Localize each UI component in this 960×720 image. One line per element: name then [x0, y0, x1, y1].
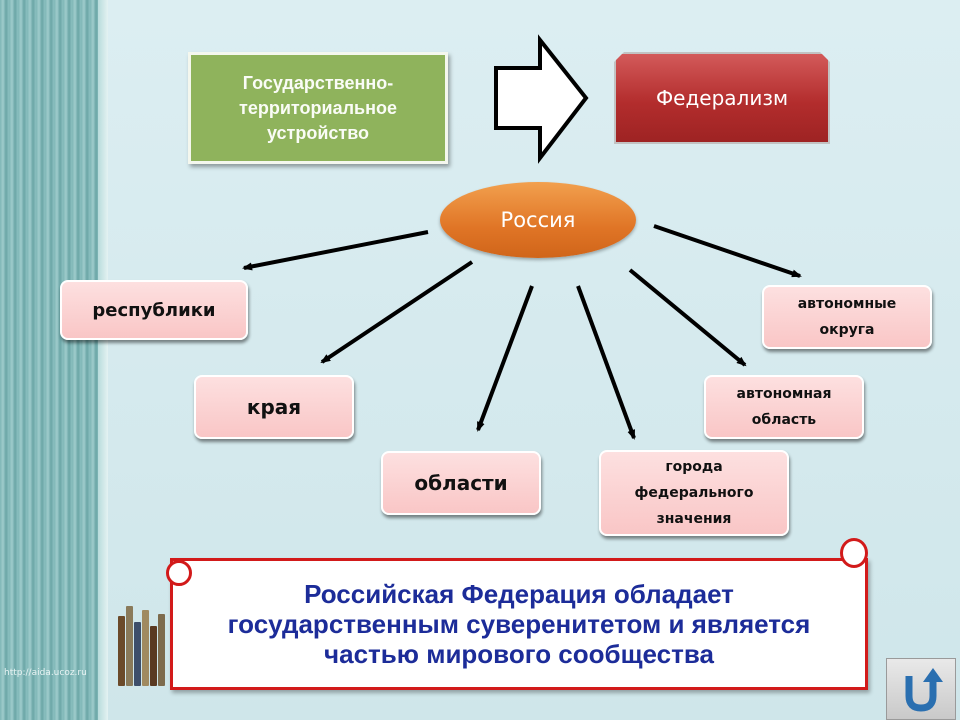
krai-box: края: [194, 375, 354, 439]
autonomous-okrugs-line-2: округа: [819, 322, 875, 338]
federalism-label: Федерализм: [655, 86, 789, 110]
books-image: [118, 600, 170, 686]
arrow-to-goroda: [576, 285, 636, 440]
arrow-to-avtobl: [628, 268, 747, 367]
autonomous-okrugs-line-1: автономные: [797, 296, 897, 312]
autonomous-oblast-line-1: автономная: [736, 386, 832, 402]
state-structure-box: Государственно-территориальное устройств…: [188, 52, 448, 164]
oblasts-box: области: [381, 451, 541, 515]
autonomous-oblast-line-2: область: [751, 412, 817, 428]
arrow-to-avtokr: [653, 224, 802, 278]
federal-cities-line-1: города: [665, 459, 723, 475]
federal-cities-line-3: значения: [656, 511, 732, 527]
decorative-left-strip: [0, 0, 108, 720]
scroll-curl-right: [840, 538, 868, 568]
sovereignty-banner-text: Российская Федерация обладает государств…: [227, 579, 811, 669]
krai-label: края: [246, 395, 302, 419]
big-outline-arrow: [494, 34, 589, 164]
arrow-to-respubliki: [242, 230, 429, 271]
arrow-to-kraya: [320, 260, 474, 364]
republics-box: республики: [60, 280, 248, 340]
sovereignty-banner: Российская Федерация обладает государств…: [170, 558, 868, 690]
federalism-box: Федерализм: [614, 52, 830, 144]
scroll-curl-left: [166, 560, 192, 586]
oblasts-label: области: [414, 471, 508, 495]
watermark: http://aida.ucoz.ru: [4, 668, 87, 678]
federal-cities-line-2: федерального: [634, 485, 754, 501]
autonomous-okrugs-box: автономные округа: [762, 285, 932, 349]
state-structure-label: Государственно-территориальное устройств…: [239, 72, 397, 143]
autonomous-oblast-box: автономная область: [704, 375, 864, 439]
return-button[interactable]: [886, 658, 956, 720]
arrow-to-oblasti: [476, 285, 534, 432]
return-arrow-icon: [905, 668, 943, 712]
russia-label: Россия: [500, 208, 576, 232]
republics-label: республики: [92, 299, 216, 321]
federal-cities-box: города федерального значения: [599, 450, 789, 536]
russia-node: Россия: [440, 182, 636, 258]
